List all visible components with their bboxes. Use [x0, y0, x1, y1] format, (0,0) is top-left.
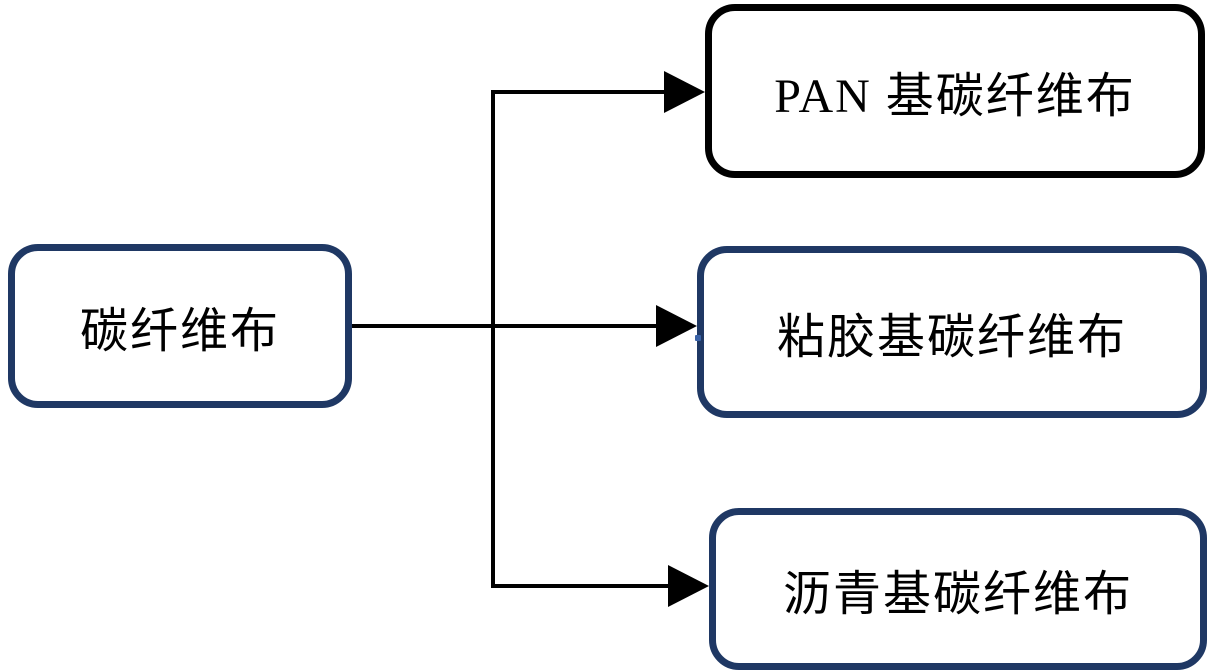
arrowhead-bottom: [668, 565, 709, 607]
arrowhead-middle: [656, 305, 697, 347]
node-pan-based-cloth: PAN 基碳纤维布: [705, 4, 1205, 178]
node-viscose-based-cloth: 粘胶基碳纤维布: [697, 246, 1207, 418]
node-carbon-fiber-cloth: 碳纤维布: [8, 244, 352, 408]
node-label: PAN 基碳纤维布: [774, 70, 1136, 123]
connection-point-dot: [695, 335, 701, 341]
node-label: 沥青基碳纤维布: [782, 568, 1133, 621]
arrowhead-top: [664, 71, 705, 113]
node-pitch-based-cloth: 沥青基碳纤维布: [709, 508, 1207, 670]
node-label: 粘胶基碳纤维布: [776, 311, 1127, 364]
node-label: 碳纤维布: [79, 305, 280, 358]
